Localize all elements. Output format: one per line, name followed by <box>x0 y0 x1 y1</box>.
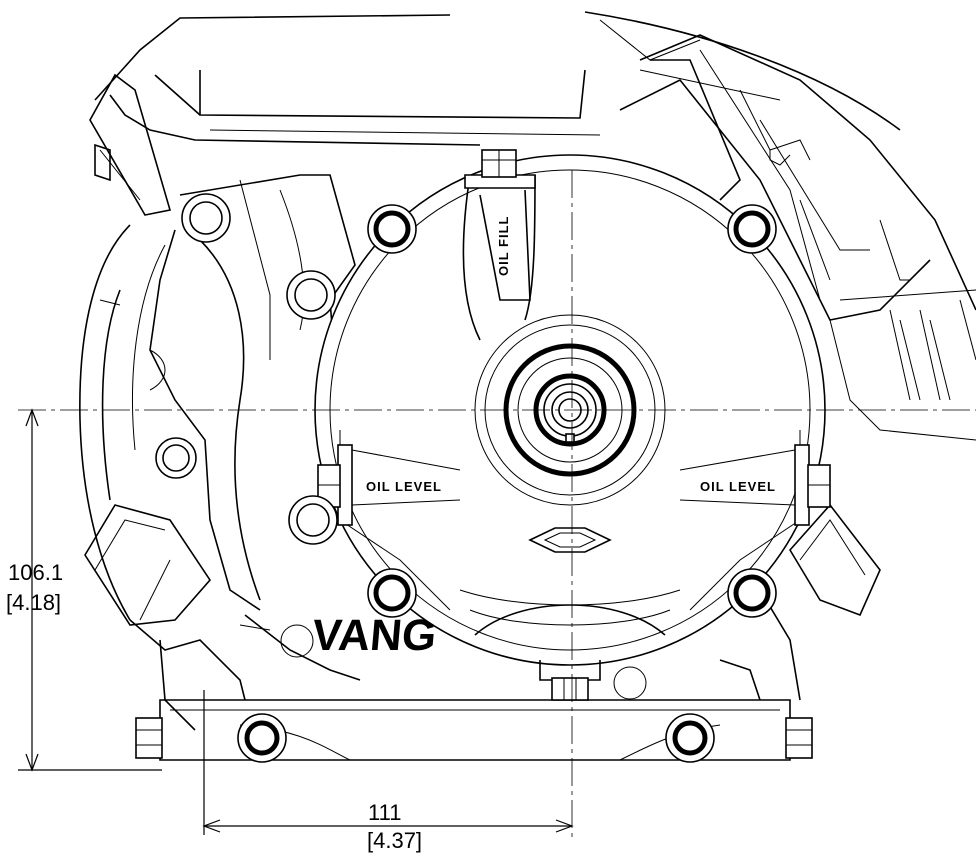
bolt <box>181 193 231 243</box>
drain-plug <box>551 677 589 701</box>
blower-housing <box>79 224 166 621</box>
oil-level-right-label: OIL LEVEL <box>700 479 776 494</box>
width-dimension <box>202 690 574 835</box>
bolt <box>727 204 777 254</box>
bolt <box>288 495 338 545</box>
width-dimension-mm: 111 <box>368 800 401 825</box>
bolt <box>286 270 336 320</box>
side-bosses <box>84 503 881 626</box>
brand-lettering: VANG <box>310 611 438 660</box>
bolt <box>237 713 287 763</box>
bolt <box>155 437 197 479</box>
bolts <box>155 193 777 763</box>
control-lever <box>89 73 172 216</box>
crankcase-body <box>129 174 801 731</box>
oil-level-left-label: OIL LEVEL <box>366 479 442 494</box>
oil-level-left-fitting <box>317 444 461 526</box>
muffler <box>619 34 976 441</box>
height-dimension-in: [4.18] <box>6 590 61 615</box>
height-dimension <box>18 408 162 772</box>
bolt <box>727 568 777 618</box>
height-dimension-mm: 106.1 <box>8 560 63 585</box>
oil-fill-label: OIL FILL <box>496 216 511 276</box>
oil-level-right-fitting <box>679 444 831 526</box>
center-lines <box>18 170 976 840</box>
brand-emblem <box>528 527 612 553</box>
oil-fill-boss <box>464 149 536 301</box>
fuel-tank-shroud <box>94 11 901 146</box>
bolt <box>367 204 417 254</box>
bolt <box>367 568 417 618</box>
width-dimension-in: [4.37] <box>367 828 422 853</box>
bolt <box>665 713 715 763</box>
